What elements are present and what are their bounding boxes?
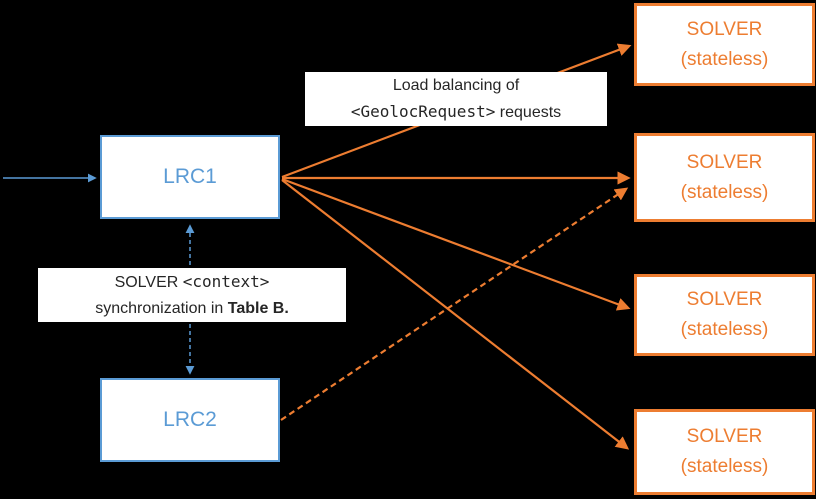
label-context-sync-line1: SOLVER <context> <box>38 269 346 296</box>
node-lrc1: LRC1 <box>100 135 280 219</box>
label-load-balancing-line2: <GeolocRequest> requests <box>305 99 607 126</box>
edge-lrc1-solver4-arrow <box>281 179 630 450</box>
lrc1-label: LRC1 <box>163 165 217 188</box>
node-solver-3: SOLVER (stateless) <box>634 274 815 356</box>
table-b-text: Table B. <box>227 300 289 317</box>
edge-lrc1-solver3-arrow <box>281 177 631 311</box>
load-balancing-text: Load balancing of <box>392 77 520 94</box>
lrc2-label: LRC2 <box>163 408 217 431</box>
synchronization-text: synchronization in <box>95 300 228 317</box>
node-solver-4: SOLVER (stateless) <box>634 409 815 495</box>
solver-3-subtitle: (stateless) <box>680 319 769 340</box>
node-lrc2: LRC2 <box>100 378 280 462</box>
solver-text: SOLVER <box>114 274 183 291</box>
solver-1-title: SOLVER <box>686 18 763 40</box>
edge-lrc2-solver2-dashed-arrow <box>280 187 629 421</box>
label-load-balancing: Load balancing of <GeolocRequest> reques… <box>305 72 607 126</box>
solver-3-title: SOLVER <box>686 289 763 310</box>
solver-4-subtitle: (stateless) <box>680 456 769 477</box>
node-solver-2: SOLVER (stateless) <box>634 133 815 222</box>
solver-4-title: SOLVER <box>686 426 763 447</box>
requests-text: requests <box>495 104 562 121</box>
solver-2-title: SOLVER <box>686 151 763 173</box>
label-context-sync: SOLVER <context> synchronization in Tabl… <box>38 268 346 322</box>
context-code: <context> <box>182 272 270 291</box>
label-load-balancing-line1: Load balancing of <box>305 73 607 99</box>
node-solver-1: SOLVER (stateless) <box>634 3 815 86</box>
label-context-sync-line2: synchronization in Table B. <box>38 296 346 322</box>
solver-1-subtitle: (stateless) <box>680 48 769 70</box>
solver-2-subtitle: (stateless) <box>680 181 769 203</box>
geoloc-request-code: <GeolocRequest> <box>350 102 496 121</box>
